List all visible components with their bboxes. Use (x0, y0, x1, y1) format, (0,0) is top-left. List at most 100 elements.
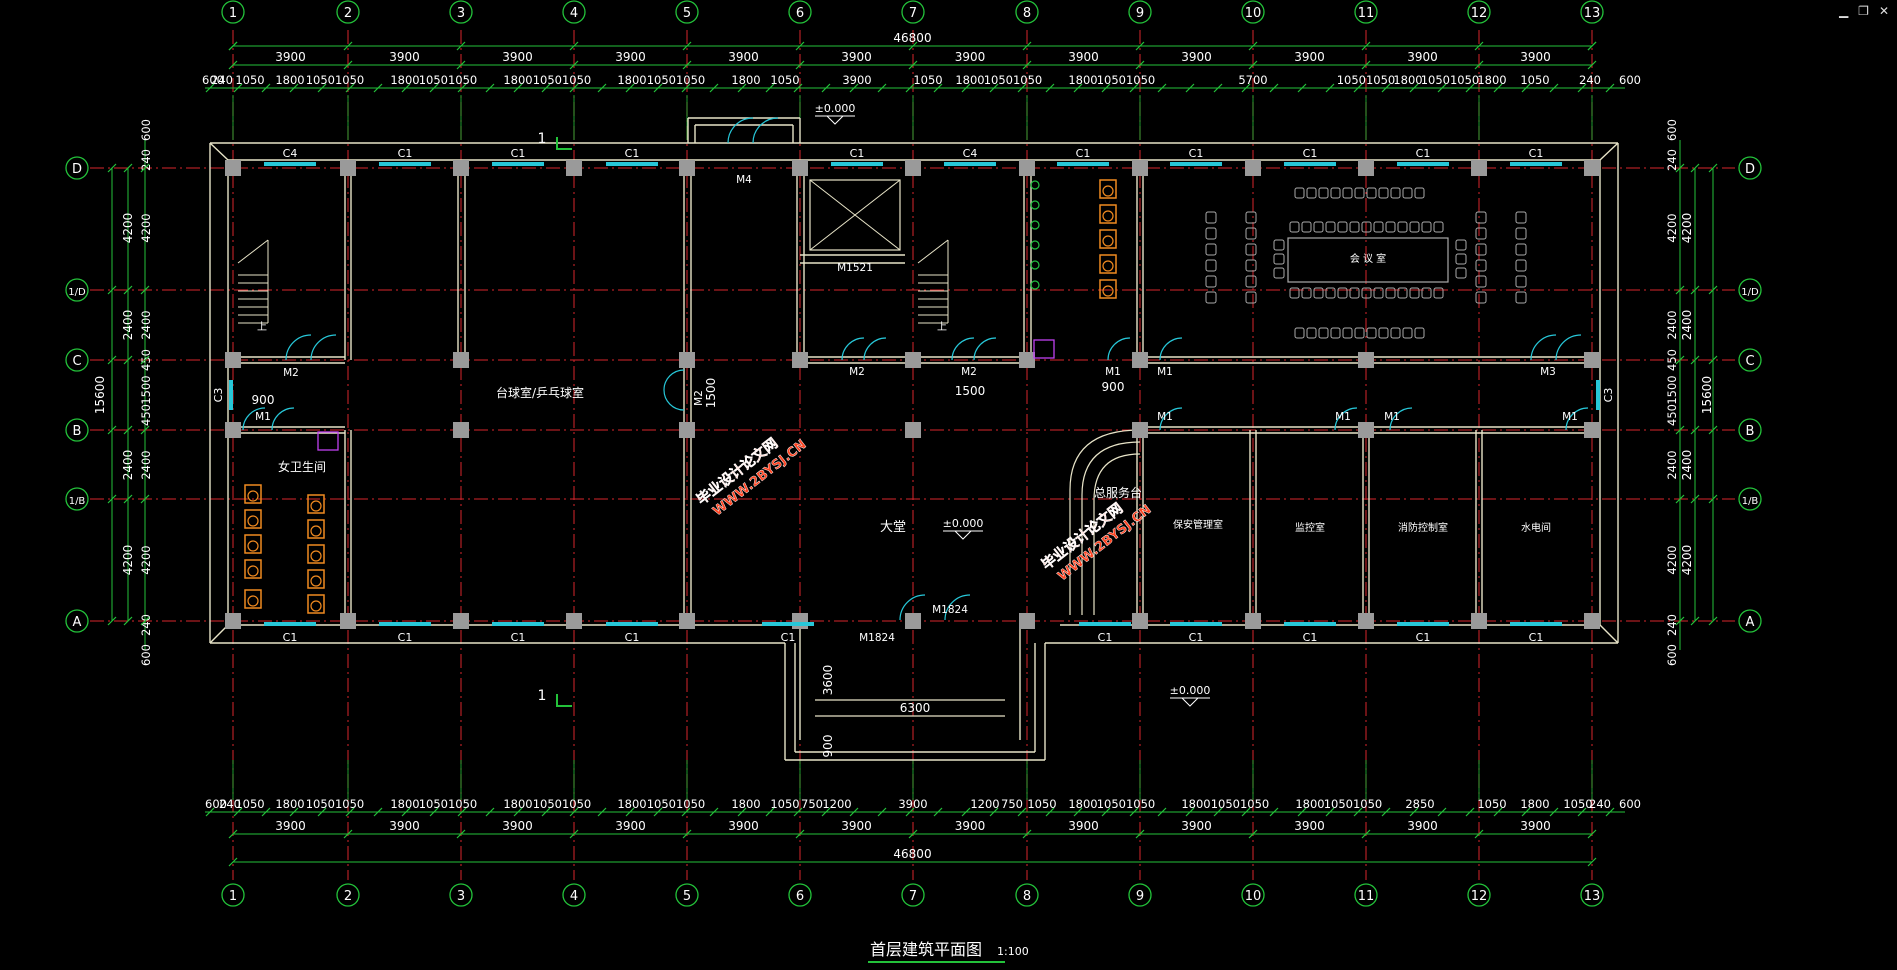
dim-tick (228, 829, 238, 839)
dim-tick (933, 807, 943, 817)
dim-tick (1690, 616, 1700, 626)
dim-tick (597, 83, 607, 93)
dim-text: 4200 (1680, 213, 1694, 244)
dim-text: 3900 (841, 50, 872, 64)
dim-tick (140, 616, 150, 626)
chair (1373, 287, 1384, 299)
door-swing (1530, 334, 1557, 361)
axis-label: 3 (457, 889, 465, 904)
toilet-bowl (247, 565, 259, 577)
axis-label: 13 (1584, 6, 1601, 21)
dim-tick (653, 83, 663, 93)
dim-text: 10501050 (1097, 797, 1156, 811)
axis-label: 9 (1136, 6, 1144, 21)
toilet-bowl (1102, 285, 1114, 297)
dim-text: 6300 (900, 701, 931, 715)
toilet-bowl (310, 525, 322, 537)
dim-text: 240 (1589, 797, 1611, 811)
dim-tick (1493, 807, 1503, 817)
dim-tick (401, 83, 411, 93)
window-label: C1 (1189, 631, 1204, 644)
dim-tick (1248, 829, 1258, 839)
axis-label: 1 (229, 6, 237, 21)
dim-tick (1017, 83, 1027, 93)
dim-text: 2850 (1405, 797, 1434, 811)
dim-tick (905, 807, 915, 817)
dim-tick (709, 83, 719, 93)
window-label: C1 (1529, 147, 1544, 160)
dim-tick (877, 807, 887, 817)
restore-icon[interactable]: ❐ (1858, 4, 1869, 18)
door-label: M1 (1384, 411, 1400, 423)
axis-label: 3 (457, 6, 465, 21)
dim-text: 3900 (898, 797, 927, 811)
dim-text: 5700 (1238, 73, 1267, 87)
dim-text: 10501050 (984, 73, 1043, 87)
chair (1414, 187, 1425, 199)
dim-text: 3900 (1407, 819, 1438, 833)
door-swing (1555, 334, 1582, 361)
dim-tick (343, 41, 353, 51)
chair (1313, 287, 1324, 299)
dim-text: 1050 (770, 73, 799, 87)
window-mark (1284, 162, 1336, 166)
dim-tick (140, 425, 150, 435)
chair (1515, 211, 1527, 224)
window-controls: ▁ ❐ ✕ (1839, 4, 1889, 18)
dim-tick (123, 425, 133, 435)
door-label: M1824 (932, 604, 968, 616)
toilet-bowl (247, 490, 259, 502)
close-icon[interactable]: ✕ (1878, 4, 1889, 18)
sink (1030, 220, 1040, 230)
dim-tick (373, 807, 383, 817)
axis-label: 2 (344, 6, 352, 21)
axis-bubble (1738, 487, 1762, 511)
chair (1342, 327, 1353, 339)
chair (1515, 291, 1527, 304)
door-swing (951, 337, 975, 361)
window-mark (1397, 162, 1449, 166)
dim-tick (1157, 83, 1167, 93)
dim-tick (1381, 83, 1391, 93)
dim-tick (682, 41, 692, 51)
chair (1475, 275, 1487, 288)
chair (1318, 327, 1329, 339)
column (1132, 160, 1148, 176)
service-desk (1069, 429, 1141, 615)
chair (1397, 287, 1408, 299)
window-label: C1 (1076, 147, 1091, 160)
chair (1366, 187, 1377, 199)
dim-tick (457, 83, 467, 93)
door-swing (242, 407, 266, 431)
toilet-fixture (307, 594, 325, 614)
dim-tick (849, 83, 859, 93)
room-label: 台球室/乒乓球室 (496, 385, 584, 400)
axis-label: 10 (1245, 6, 1262, 21)
dim-text: 10501050 (647, 797, 706, 811)
chair (1325, 221, 1336, 233)
chair (1318, 187, 1329, 199)
toilet-bowl (1102, 235, 1114, 247)
dim-tick (1577, 807, 1587, 817)
axis-label: 9 (1136, 889, 1144, 904)
dim-text: 1050 (1477, 797, 1506, 811)
sink (1030, 260, 1040, 270)
dim-tick (1708, 285, 1718, 295)
chair (1306, 327, 1317, 339)
dim-text: 10501050 (1337, 73, 1396, 87)
dim-text: 4200 (121, 213, 135, 244)
dim-tick (1409, 807, 1419, 817)
dim-tick (317, 83, 327, 93)
dim-text: 1800 (617, 73, 646, 87)
minimize-icon[interactable]: ▁ (1838, 4, 1849, 18)
dim-tick (140, 163, 150, 173)
room-label: 消防控制室 (1398, 521, 1448, 534)
dim-tick (908, 41, 918, 51)
dim-tick (1409, 83, 1419, 93)
axis-bubble (1738, 418, 1762, 442)
chair (1313, 221, 1324, 233)
dim-tick (317, 807, 327, 817)
dim-tick (877, 83, 887, 93)
section-marker (556, 694, 572, 707)
